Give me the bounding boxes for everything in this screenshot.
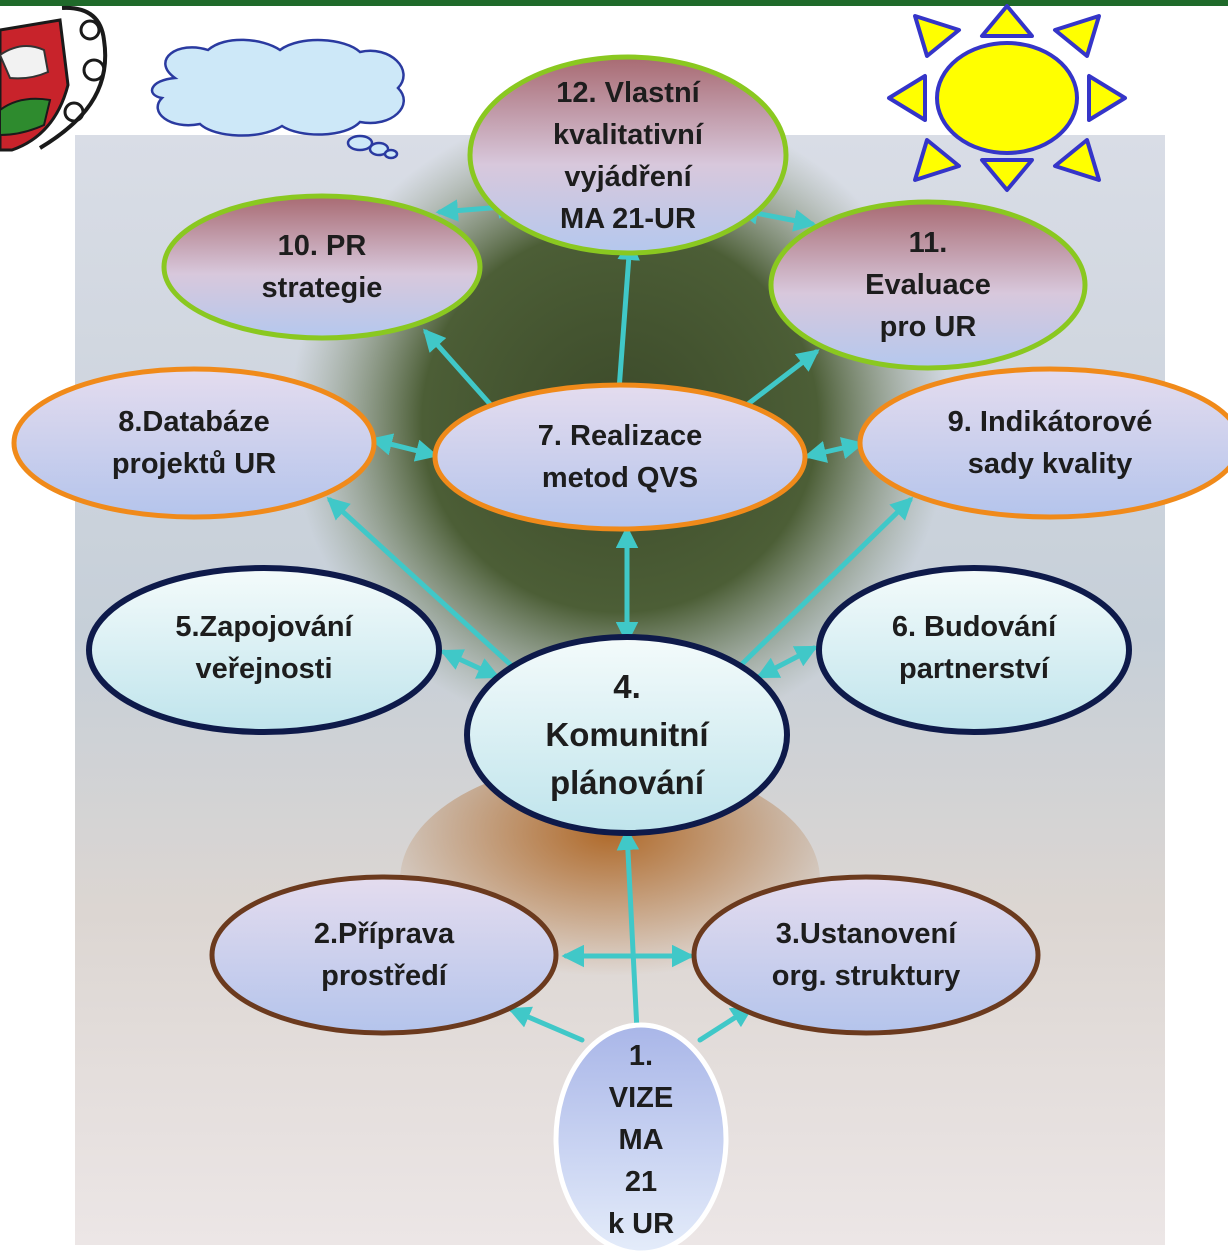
node-4-shape [464, 634, 790, 836]
node-5-label: 5.Zapojování veřejnosti [114, 603, 414, 693]
node-1-line-3: MA [618, 1124, 664, 1156]
node-6-line-1: 6. Budování [891, 611, 1057, 643]
node-8-line-2: projektů UR [111, 448, 277, 480]
node-12-shape [467, 54, 789, 256]
node-11-line-1: 11. [908, 227, 948, 259]
node-9-line-2: sady kvality [967, 448, 1133, 480]
arrow-4-5 [439, 649, 501, 679]
node-12-line-3: vyjádření [564, 160, 692, 193]
node-3-line-2: org. struktury [771, 960, 961, 992]
arrow-4-to-8 [326, 496, 515, 669]
node-7-line-2: metod QVS [541, 462, 699, 494]
node-5-line-1: 5.Zapojování [175, 611, 353, 643]
arrow-4-6 [756, 645, 818, 679]
node-12-label: 12. Vlastní kvalitativní vyjádření MA 21… [498, 68, 758, 243]
arrow-7-8 [369, 433, 439, 462]
node-12-line-2: kvalitativní [553, 118, 703, 151]
arrow-1-to-2 [507, 1006, 585, 1043]
arrow-7-9 [803, 437, 865, 463]
arrow-7-to-10 [423, 328, 493, 407]
node-10-line-2: strategie [261, 272, 383, 304]
node-10-line-1: 10. PR [277, 230, 367, 262]
node-8-line-1: 8.Databáze [118, 406, 270, 438]
sun-icon [887, 4, 1127, 192]
node-2-shape [209, 874, 559, 1036]
node-3-label: 3.Ustanovení org. struktury [716, 905, 1016, 1005]
node-7-label: 7. Realizace metod QVS [480, 412, 760, 502]
node-3-shape [691, 874, 1041, 1036]
node-8-shape [11, 366, 377, 520]
node-1-label: 1. VIZE MA 21 k UR [571, 1030, 711, 1250]
node-6-line-2: partnerství [899, 653, 1049, 685]
node-4-label: 4. Komunitní plánování [497, 660, 757, 810]
node-1-line-2: VIZE [608, 1082, 674, 1114]
node-7-line-1: 7. Realizace [537, 420, 703, 452]
cloud-icon [150, 38, 405, 160]
node-1-line-5: k UR [607, 1208, 675, 1240]
node-9-label: 9. Indikátorové sady kvality [890, 398, 1210, 488]
node-10-shape [161, 193, 483, 341]
arrow-7-to-12 [616, 237, 640, 393]
node-4-line-3: plánování [549, 764, 705, 801]
node-3-line-1: 3.Ustanovení [775, 918, 957, 950]
node-4-line-2: Komunitní [545, 716, 709, 753]
node-9-line-1: 9. Indikátorové [947, 406, 1153, 438]
node-2-label: 2.Příprava prostředí [234, 905, 534, 1005]
arrow-1-to-3 [697, 1005, 754, 1043]
arrow-7-to-11 [745, 349, 820, 407]
node-4-line-1: 4. [613, 668, 641, 705]
node-1-line-1: 1. [628, 1040, 654, 1072]
node-2-line-2: prostředí [321, 960, 447, 992]
node-11-shape [768, 199, 1088, 371]
node-shapes [11, 54, 1228, 1256]
node-5-shape [86, 565, 442, 735]
node-10-label: 10. PR strategie [202, 224, 442, 310]
node-7-shape [432, 382, 808, 532]
node-6-shape [816, 565, 1132, 735]
node-6-label: 6. Budování partnerství [834, 603, 1114, 693]
node-8-label: 8.Databáze projektů UR [54, 398, 334, 488]
arrow-4-to-9 [737, 496, 914, 669]
node-9-shape [857, 366, 1228, 520]
node-11-line-2: Evaluace [865, 269, 991, 301]
node-1-shape [553, 1022, 729, 1256]
node-2-line-1: 2.Příprava [313, 918, 455, 950]
municipal-crest-logo [0, 5, 108, 152]
node-5-line-2: veřejnosti [195, 653, 333, 685]
node-11-line-3: pro UR [879, 311, 977, 343]
top-bar [0, 0, 1228, 6]
node-1-line-4: 21 [624, 1166, 658, 1198]
node-11-label: 11. Evaluace pro UR [808, 220, 1048, 350]
node-12-line-1: 12. Vlastní [556, 76, 700, 109]
node-12-line-4: MA 21-UR [560, 202, 696, 235]
